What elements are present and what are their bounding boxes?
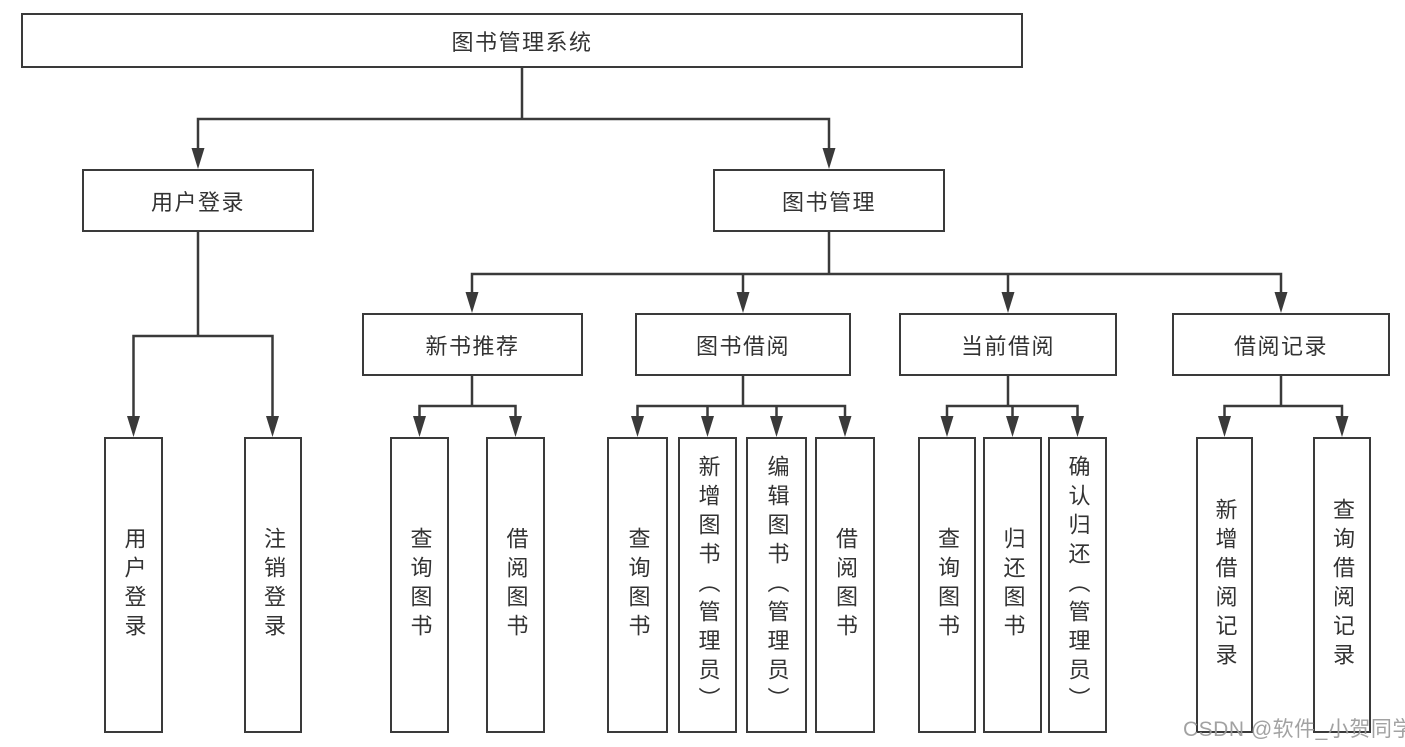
leaf-return-books: 归还图书 xyxy=(983,437,1042,733)
node-current-borrowing: 当前借阅 xyxy=(899,313,1117,376)
node-label: 图书借阅 xyxy=(695,333,790,359)
leaf-query-books-newbooks: 查询图书 xyxy=(390,437,449,733)
node-new-book-recommend: 新书推荐 xyxy=(362,313,583,376)
node-label: 借阅记录 xyxy=(1233,333,1328,359)
node-label: 用户登录 xyxy=(150,189,245,215)
node-label: 归还图书 xyxy=(1000,527,1026,643)
node-label: 确认归还（管理员） xyxy=(1065,454,1091,716)
leaf-query-books-borrowing: 查询图书 xyxy=(607,437,668,733)
node-label: 借阅图书 xyxy=(833,527,858,643)
node-label: 新增借阅记录 xyxy=(1212,498,1238,672)
tree-edges xyxy=(132,68,1344,419)
node-label: 用户登录 xyxy=(121,527,147,643)
node-borrowing-records: 借阅记录 xyxy=(1172,313,1390,376)
node-label: 新书推荐 xyxy=(425,333,520,359)
node-label: 借阅图书 xyxy=(503,527,529,643)
node-label: 当前借阅 xyxy=(960,333,1055,359)
node-user-login: 用户登录 xyxy=(82,169,314,232)
leaf-edit-books-admin: 编辑图书（管理员） xyxy=(746,437,807,733)
node-library-system: 图书管理系统 xyxy=(21,13,1023,68)
leaf-query-borrow-record: 查询借阅记录 xyxy=(1313,437,1371,733)
node-label: 查询图书 xyxy=(407,527,433,643)
leaf-borrow-books-newbooks: 借阅图书 xyxy=(486,437,545,733)
leaf-confirm-return-admin: 确认归还（管理员） xyxy=(1048,437,1107,733)
node-label: 图书管理系统 xyxy=(451,29,593,55)
leaf-add-books-admin: 新增图书（管理员） xyxy=(678,437,737,733)
leaf-borrow-books-borrowing: 借阅图书 xyxy=(815,437,875,733)
leaf-logout: 注销登录 xyxy=(244,437,302,733)
leaf-add-borrow-record: 新增借阅记录 xyxy=(1196,437,1253,733)
watermark: CSDN @软件_小贺同学 xyxy=(1183,718,1405,741)
node-label: 查询图书 xyxy=(935,527,960,643)
leaf-query-books-current: 查询图书 xyxy=(918,437,976,733)
leaf-user-login: 用户登录 xyxy=(104,437,163,733)
node-label: 新增图书（管理员） xyxy=(695,454,721,716)
node-label: 查询借阅记录 xyxy=(1330,498,1355,672)
node-label: 图书管理 xyxy=(781,189,876,215)
node-label: 查询图书 xyxy=(625,527,651,643)
down-arrowheads xyxy=(127,148,1349,437)
node-label: 编辑图书（管理员） xyxy=(764,454,790,716)
node-book-borrowing: 图书借阅 xyxy=(635,313,851,376)
node-book-management: 图书管理 xyxy=(713,169,945,232)
node-label: 注销登录 xyxy=(261,527,286,643)
